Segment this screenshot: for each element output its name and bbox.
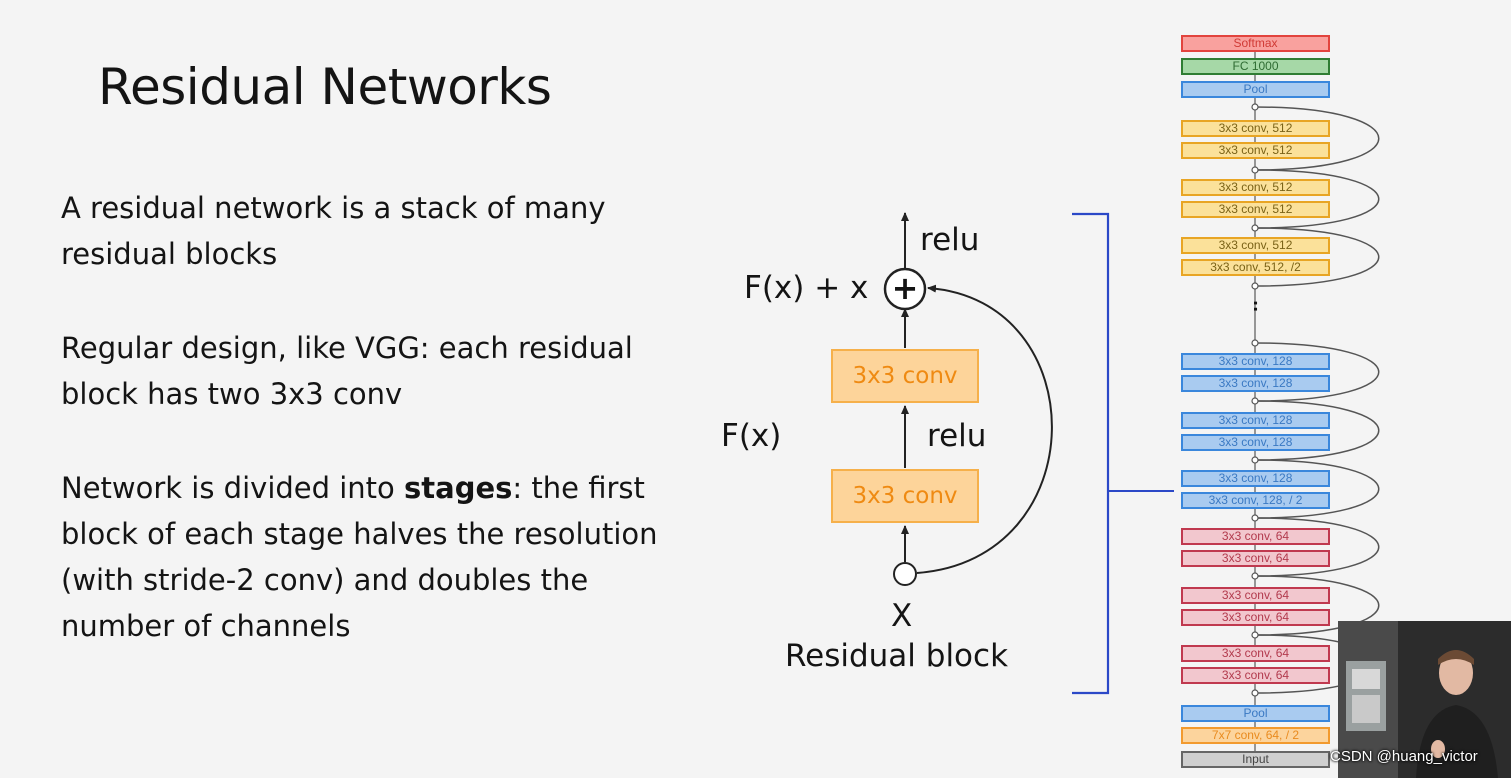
layer-conv64: 3x3 conv, 64 bbox=[1181, 587, 1330, 604]
layer-conv128: 3x3 conv, 128 bbox=[1181, 434, 1330, 451]
plus-symbol: + bbox=[891, 269, 919, 307]
layer-softmax: Softmax bbox=[1181, 35, 1330, 52]
bullet-stages-bold: stages bbox=[404, 471, 513, 505]
layer-conv7: 7x7 conv, 64, / 2 bbox=[1181, 727, 1330, 744]
conv-bottom-box: 3x3 conv bbox=[831, 469, 979, 523]
layer-conv64: 3x3 conv, 64 bbox=[1181, 528, 1330, 545]
layer-conv128-stride2: 3x3 conv, 128, / 2 bbox=[1181, 492, 1330, 509]
layer-conv512: 3x3 conv, 512 bbox=[1181, 142, 1330, 159]
top-relu-label: relu bbox=[920, 222, 980, 258]
layer-conv64: 3x3 conv, 64 bbox=[1181, 645, 1330, 662]
conv-top-box: 3x3 conv bbox=[831, 349, 979, 403]
layer-conv512: 3x3 conv, 512 bbox=[1181, 237, 1330, 254]
layer-conv64: 3x3 conv, 64 bbox=[1181, 609, 1330, 626]
layer-input: Input bbox=[1181, 751, 1330, 768]
presenter-image bbox=[1338, 621, 1511, 778]
slide-title: Residual Networks bbox=[98, 58, 552, 116]
bullet-stages: Network is divided into stages: the firs… bbox=[61, 465, 661, 649]
bullet-residual-stack: A residual network is a stack of many re… bbox=[61, 191, 606, 271]
layer-conv128: 3x3 conv, 128 bbox=[1181, 353, 1330, 370]
fx-label: F(x) bbox=[721, 418, 782, 454]
layer-conv64: 3x3 conv, 64 bbox=[1181, 550, 1330, 567]
layer-conv64: 3x3 conv, 64 bbox=[1181, 667, 1330, 684]
layer-conv128: 3x3 conv, 128 bbox=[1181, 412, 1330, 429]
webcam-overlay bbox=[1338, 621, 1511, 778]
layer-conv512: 3x3 conv, 512 bbox=[1181, 179, 1330, 196]
layer-pool-top: Pool bbox=[1181, 81, 1330, 98]
layer-conv512-stride2: 3x3 conv, 512, /2 bbox=[1181, 259, 1330, 276]
sum-label: F(x) + x bbox=[744, 270, 869, 306]
skip-connection-arc bbox=[916, 284, 1053, 574]
stage-bracket bbox=[1072, 212, 1110, 695]
layer-conv128: 3x3 conv, 128 bbox=[1181, 375, 1330, 392]
x-label: X bbox=[891, 598, 913, 634]
bullet-stages-pre: Network is divided into bbox=[61, 471, 405, 505]
network-junction-dots bbox=[1251, 103, 1259, 697]
mid-relu-label: relu bbox=[927, 418, 987, 454]
network-ellipsis: .. bbox=[1250, 300, 1269, 313]
layer-conv512: 3x3 conv, 512 bbox=[1181, 201, 1330, 218]
layer-fc: FC 1000 bbox=[1181, 58, 1330, 75]
sum-node bbox=[883, 267, 927, 311]
watermark: CSDN @huang_victor bbox=[1330, 748, 1478, 765]
bullet-regular-design: Regular design, like VGG: each residual … bbox=[61, 331, 633, 411]
layer-conv512: 3x3 conv, 512 bbox=[1181, 120, 1330, 137]
bullet-stages-post: : the first block of each stage halves t… bbox=[61, 471, 658, 643]
residual-block-caption: Residual block bbox=[785, 638, 1009, 674]
layer-conv128: 3x3 conv, 128 bbox=[1181, 470, 1330, 487]
input-node bbox=[893, 562, 917, 586]
layer-pool-bottom: Pool bbox=[1181, 705, 1330, 722]
